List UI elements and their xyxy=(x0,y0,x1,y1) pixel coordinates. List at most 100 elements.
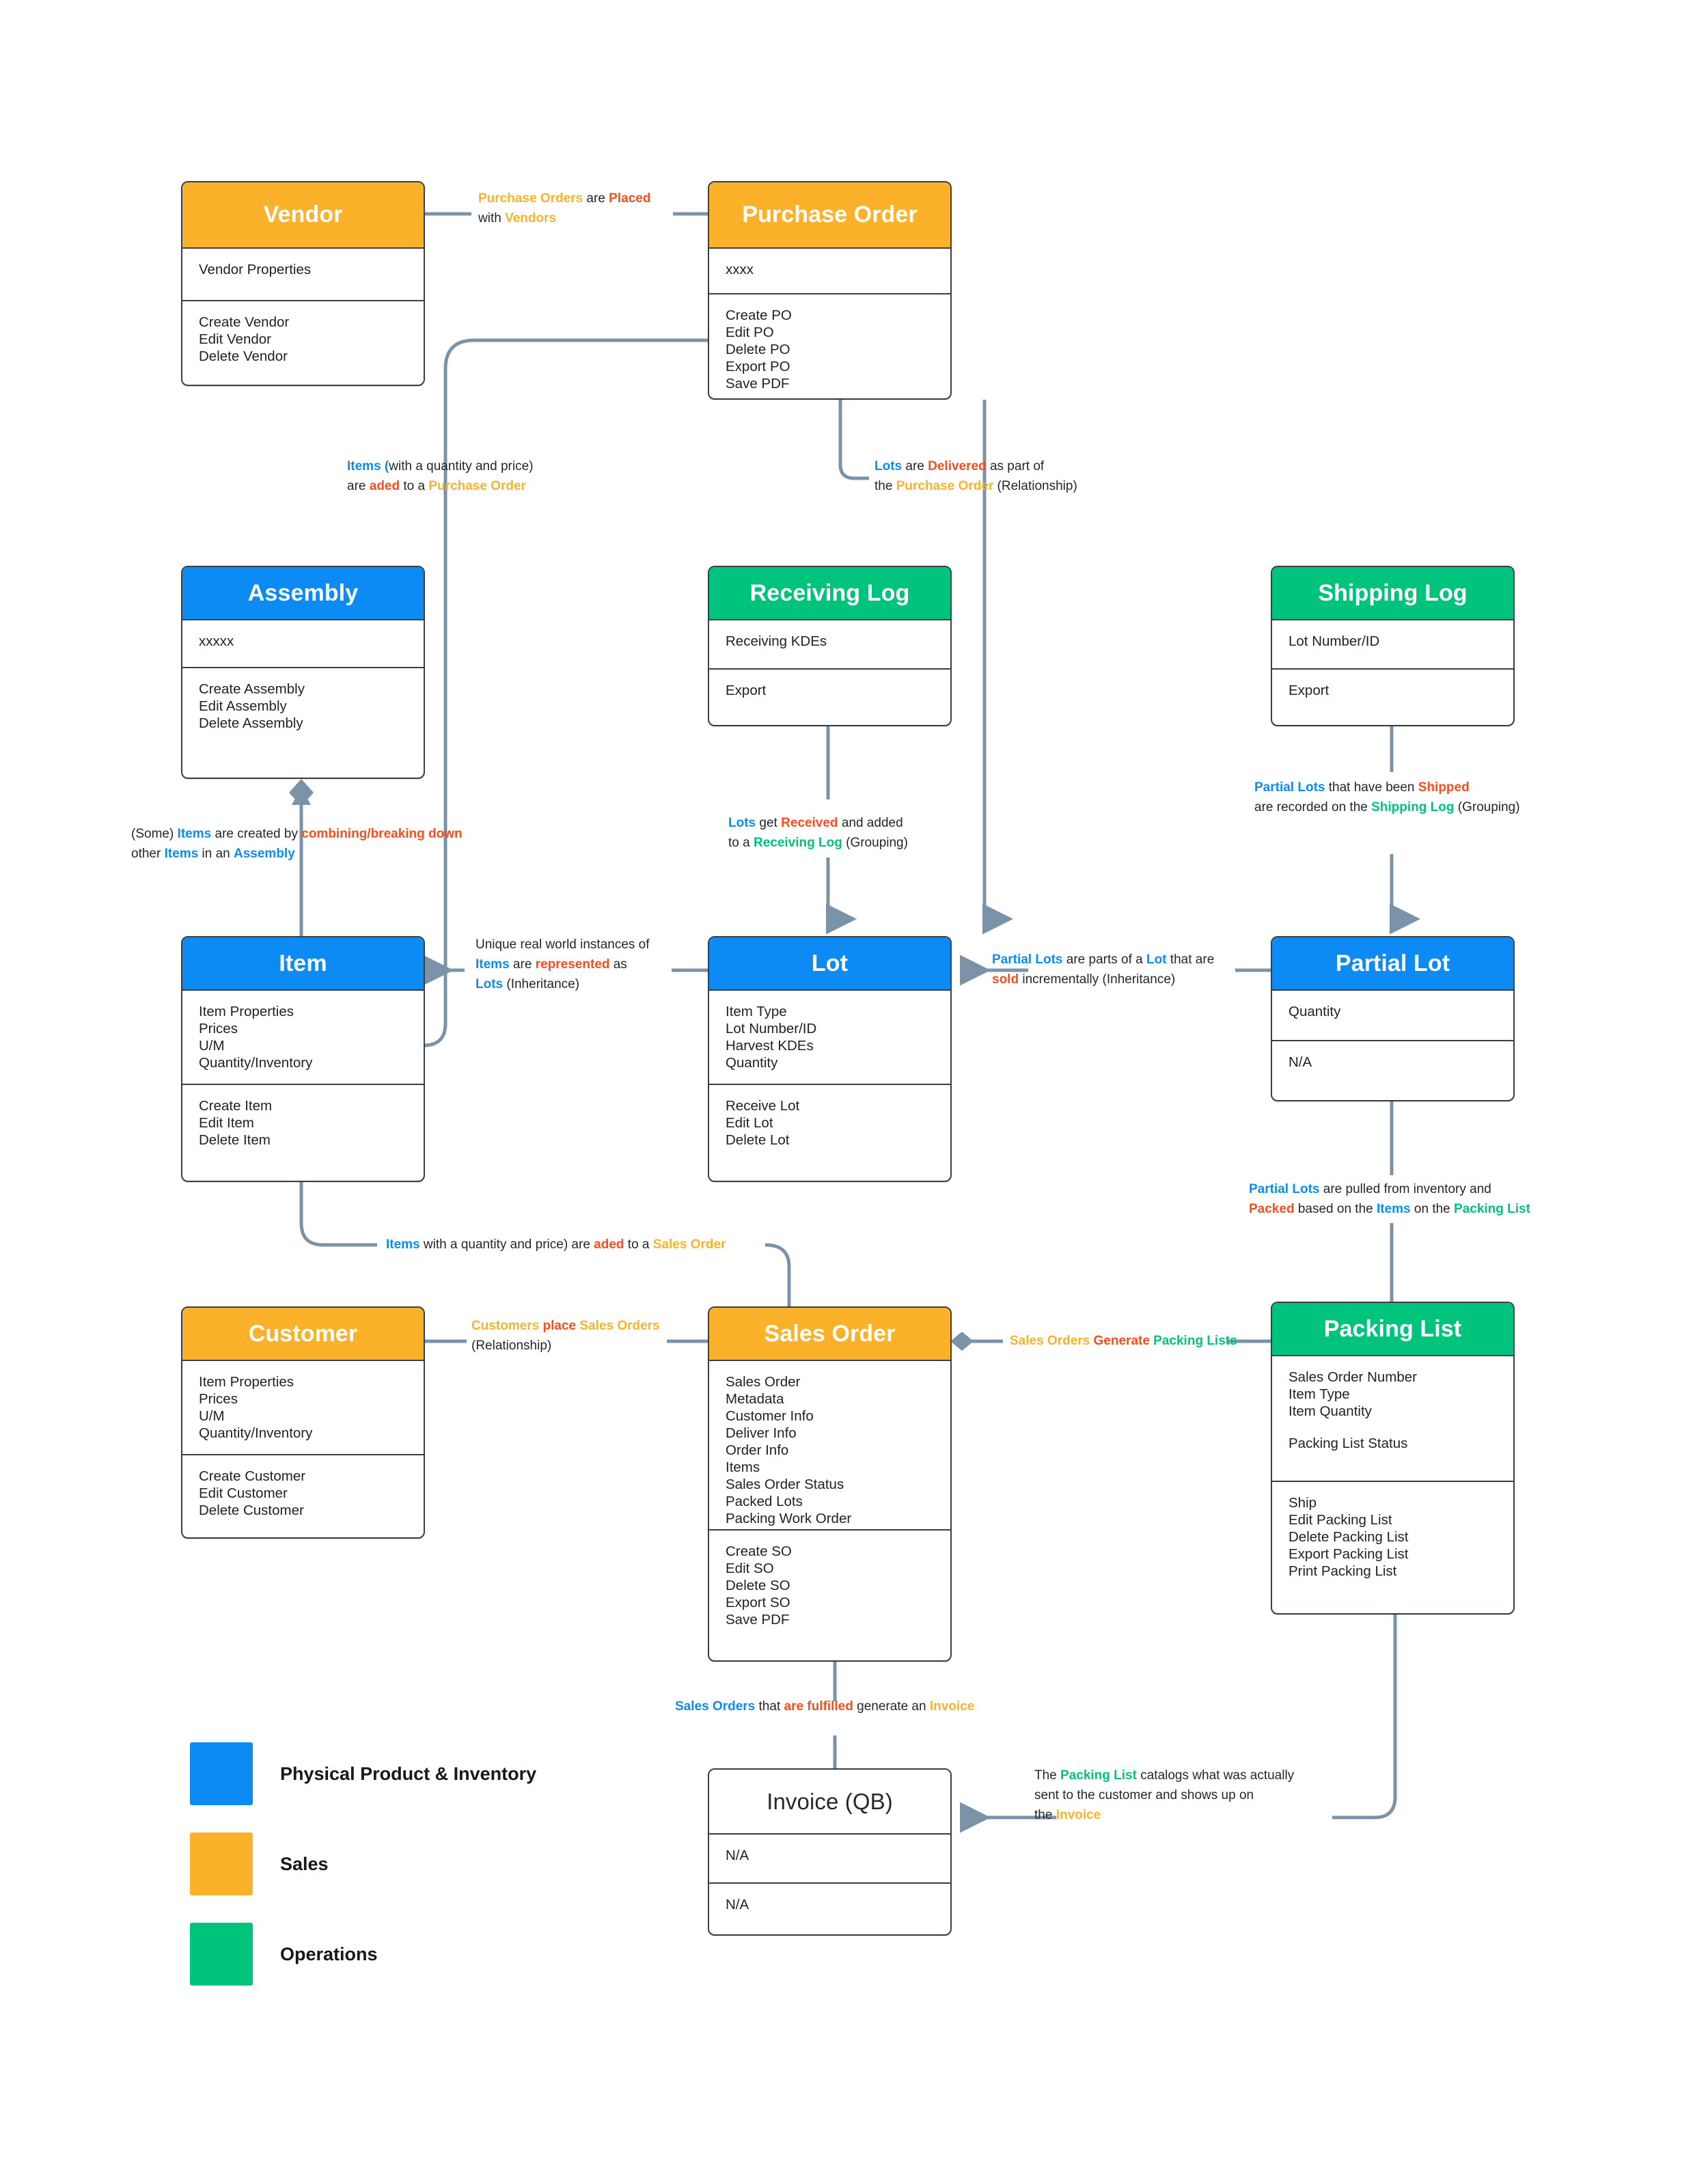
op: Edit Vendor xyxy=(199,331,271,347)
caption-run: Generate xyxy=(1093,1334,1150,1348)
caption-run: Items xyxy=(1376,1202,1411,1216)
caption-run: on the xyxy=(1410,1202,1455,1216)
op: Delete Assembly xyxy=(199,715,303,731)
caption-run: to a xyxy=(728,836,754,850)
node-assembly-title: Assembly xyxy=(182,567,424,620)
caption-run: are xyxy=(583,191,609,206)
node-assembly-attributes: xxxxx xyxy=(182,620,424,667)
node-item-operations: Create Item Edit Item Delete Item xyxy=(182,1084,424,1158)
op: Edit Lot xyxy=(726,1115,773,1131)
caption-run: Lots xyxy=(728,816,756,830)
node-customer[interactable]: Customer Item Properties Prices U/M Quan… xyxy=(181,1306,425,1539)
caption-run: Lots xyxy=(874,459,903,474)
node-invoice-operations: N/A xyxy=(709,1882,950,1923)
caption-line: are aded to a Purchase Order xyxy=(347,476,533,496)
caption-run: Packing Lists xyxy=(1149,1334,1237,1348)
caption-run: as xyxy=(609,957,627,972)
caption-items-to-po: Items (with a quantity and price) are ad… xyxy=(347,456,533,496)
node-receiving-log[interactable]: Receiving Log Receiving KDEs Export xyxy=(708,566,952,726)
caption-run: other xyxy=(131,847,165,861)
node-packing-list[interactable]: Packing List Sales Order Number Item Typ… xyxy=(1271,1302,1515,1615)
op: Save PDF xyxy=(726,1612,790,1628)
caption-packing-invoice: The Packing List catalogs what was actua… xyxy=(1034,1766,1294,1825)
caption-line: Items (with a quantity and price) xyxy=(347,456,533,476)
node-assembly[interactable]: Assembly xxxxx Create Assembly Edit Asse… xyxy=(181,566,425,779)
caption-run: Items ( xyxy=(347,459,389,474)
caption-run: Items xyxy=(177,827,212,841)
caption-run: Purchase Order xyxy=(896,479,994,493)
caption-run: are fulfilled xyxy=(784,1699,853,1714)
caption-line: Unique real world instances of xyxy=(476,935,650,955)
op: Export xyxy=(1289,683,1330,698)
op: Delete Packing List xyxy=(1289,1529,1409,1545)
node-item-title: Item xyxy=(182,937,424,991)
legend: Physical Product & Inventory Sales Opera… xyxy=(190,1741,536,2012)
caption-line: Lots are Delivered as part of xyxy=(874,456,1077,476)
node-shipping-log-attributes: Lot Number/ID xyxy=(1272,620,1513,668)
op: Edit Customer xyxy=(199,1485,288,1501)
node-lot-attributes: Item Type Lot Number/ID Harvest KDEs Qua… xyxy=(709,991,950,1084)
caption-line: Lots (Inheritance) xyxy=(476,974,650,994)
node-item[interactable]: Item Item Properties Prices U/M Quantity… xyxy=(181,936,425,1182)
caption-run: with a quantity and price) xyxy=(389,459,534,474)
caption-run: Sales Orders xyxy=(1010,1334,1094,1348)
arrow-assembly-up xyxy=(292,787,311,805)
caption-run: the xyxy=(874,479,896,493)
caption-run: Packing List xyxy=(1454,1202,1530,1216)
caption-vendor-po: Purchase Orders are Placed with Vendors xyxy=(478,189,650,228)
caption-lots-received: Lots get Received and added to a Receivi… xyxy=(728,813,908,853)
caption-line: Customers place Sales Orders xyxy=(471,1316,660,1336)
caption-run: are xyxy=(347,479,370,493)
caption-run: that xyxy=(755,1699,784,1714)
op: Edit SO xyxy=(726,1561,774,1576)
node-vendor[interactable]: Vendor Vendor Properties Create Vendor E… xyxy=(181,181,425,386)
caption-run: Invoice xyxy=(929,1699,975,1714)
edge-po-lot xyxy=(838,400,869,480)
node-customer-attributes: Item Properties Prices U/M Quantity/Inve… xyxy=(182,1361,424,1454)
node-sales-order[interactable]: Sales Order Sales Order Metadata Custome… xyxy=(708,1306,952,1662)
legend-label: Physical Product & Inventory xyxy=(280,1763,537,1784)
node-invoice-title: Invoice (QB) xyxy=(709,1770,950,1835)
caption-line: sold incrementally (Inheritance) xyxy=(992,970,1214,989)
node-lot-title: Lot xyxy=(709,937,950,991)
node-lot[interactable]: Lot Item Type Lot Number/ID Harvest KDEs… xyxy=(708,936,952,1182)
caption-run: (Relationship) xyxy=(471,1339,552,1353)
attr: Quantity/Inventory xyxy=(199,1425,313,1441)
node-partial-lot-attributes: Quantity xyxy=(1272,991,1513,1040)
caption-run: Partial Lots xyxy=(1249,1182,1320,1196)
caption-line: Partial Lots are pulled from inventory a… xyxy=(1249,1179,1530,1199)
node-shipping-log[interactable]: Shipping Log Lot Number/ID Export xyxy=(1271,566,1515,726)
caption-line: The Packing List catalogs what was actua… xyxy=(1034,1766,1294,1785)
caption-line: to a Receiving Log (Grouping) xyxy=(728,833,908,853)
attr: Packed Lots xyxy=(726,1494,803,1509)
op: Receive Lot xyxy=(726,1098,800,1114)
op: Delete SO xyxy=(726,1578,790,1593)
caption-assembly-items: (Some) Items are created by combining/br… xyxy=(131,824,463,864)
caption-line: sent to the customer and shows up on xyxy=(1034,1785,1294,1805)
caption-run: the xyxy=(1034,1808,1056,1822)
caption-run: Lot xyxy=(1146,952,1167,967)
attr: Receiving KDEs xyxy=(726,633,827,649)
caption-run: (Relationship) xyxy=(993,479,1077,493)
node-customer-title: Customer xyxy=(182,1308,424,1361)
caption-run: Items xyxy=(386,1237,420,1252)
op: Ship xyxy=(1289,1495,1317,1511)
caption-run: represented xyxy=(535,957,610,972)
legend-label: Operations xyxy=(280,1943,378,1964)
caption-run: with a quantity and price) are xyxy=(419,1237,594,1252)
caption-run: Packed xyxy=(1249,1202,1295,1216)
attr: Sales Order Number xyxy=(1289,1369,1417,1385)
node-partial-lot[interactable]: Partial Lot Quantity N/A xyxy=(1271,936,1515,1101)
node-purchase-order-attributes: xxxx xyxy=(709,249,950,293)
attr: Deliver Info xyxy=(726,1425,797,1441)
op: Edit Item xyxy=(199,1115,254,1131)
attr: Sales Order Status xyxy=(726,1477,844,1492)
caption-partial-packed: Partial Lots are pulled from inventory a… xyxy=(1249,1179,1530,1219)
legend-item-operations: Operations xyxy=(190,1921,536,1987)
node-purchase-order[interactable]: Purchase Order xxxx Create PO Edit PO De… xyxy=(708,181,952,400)
caption-run: Packing List xyxy=(1060,1768,1137,1783)
caption-run: (Some) xyxy=(131,827,178,841)
node-invoice[interactable]: Invoice (QB) N/A N/A xyxy=(708,1768,952,1936)
caption-run: based on the xyxy=(1294,1202,1377,1216)
caption-run: to a xyxy=(624,1237,653,1252)
